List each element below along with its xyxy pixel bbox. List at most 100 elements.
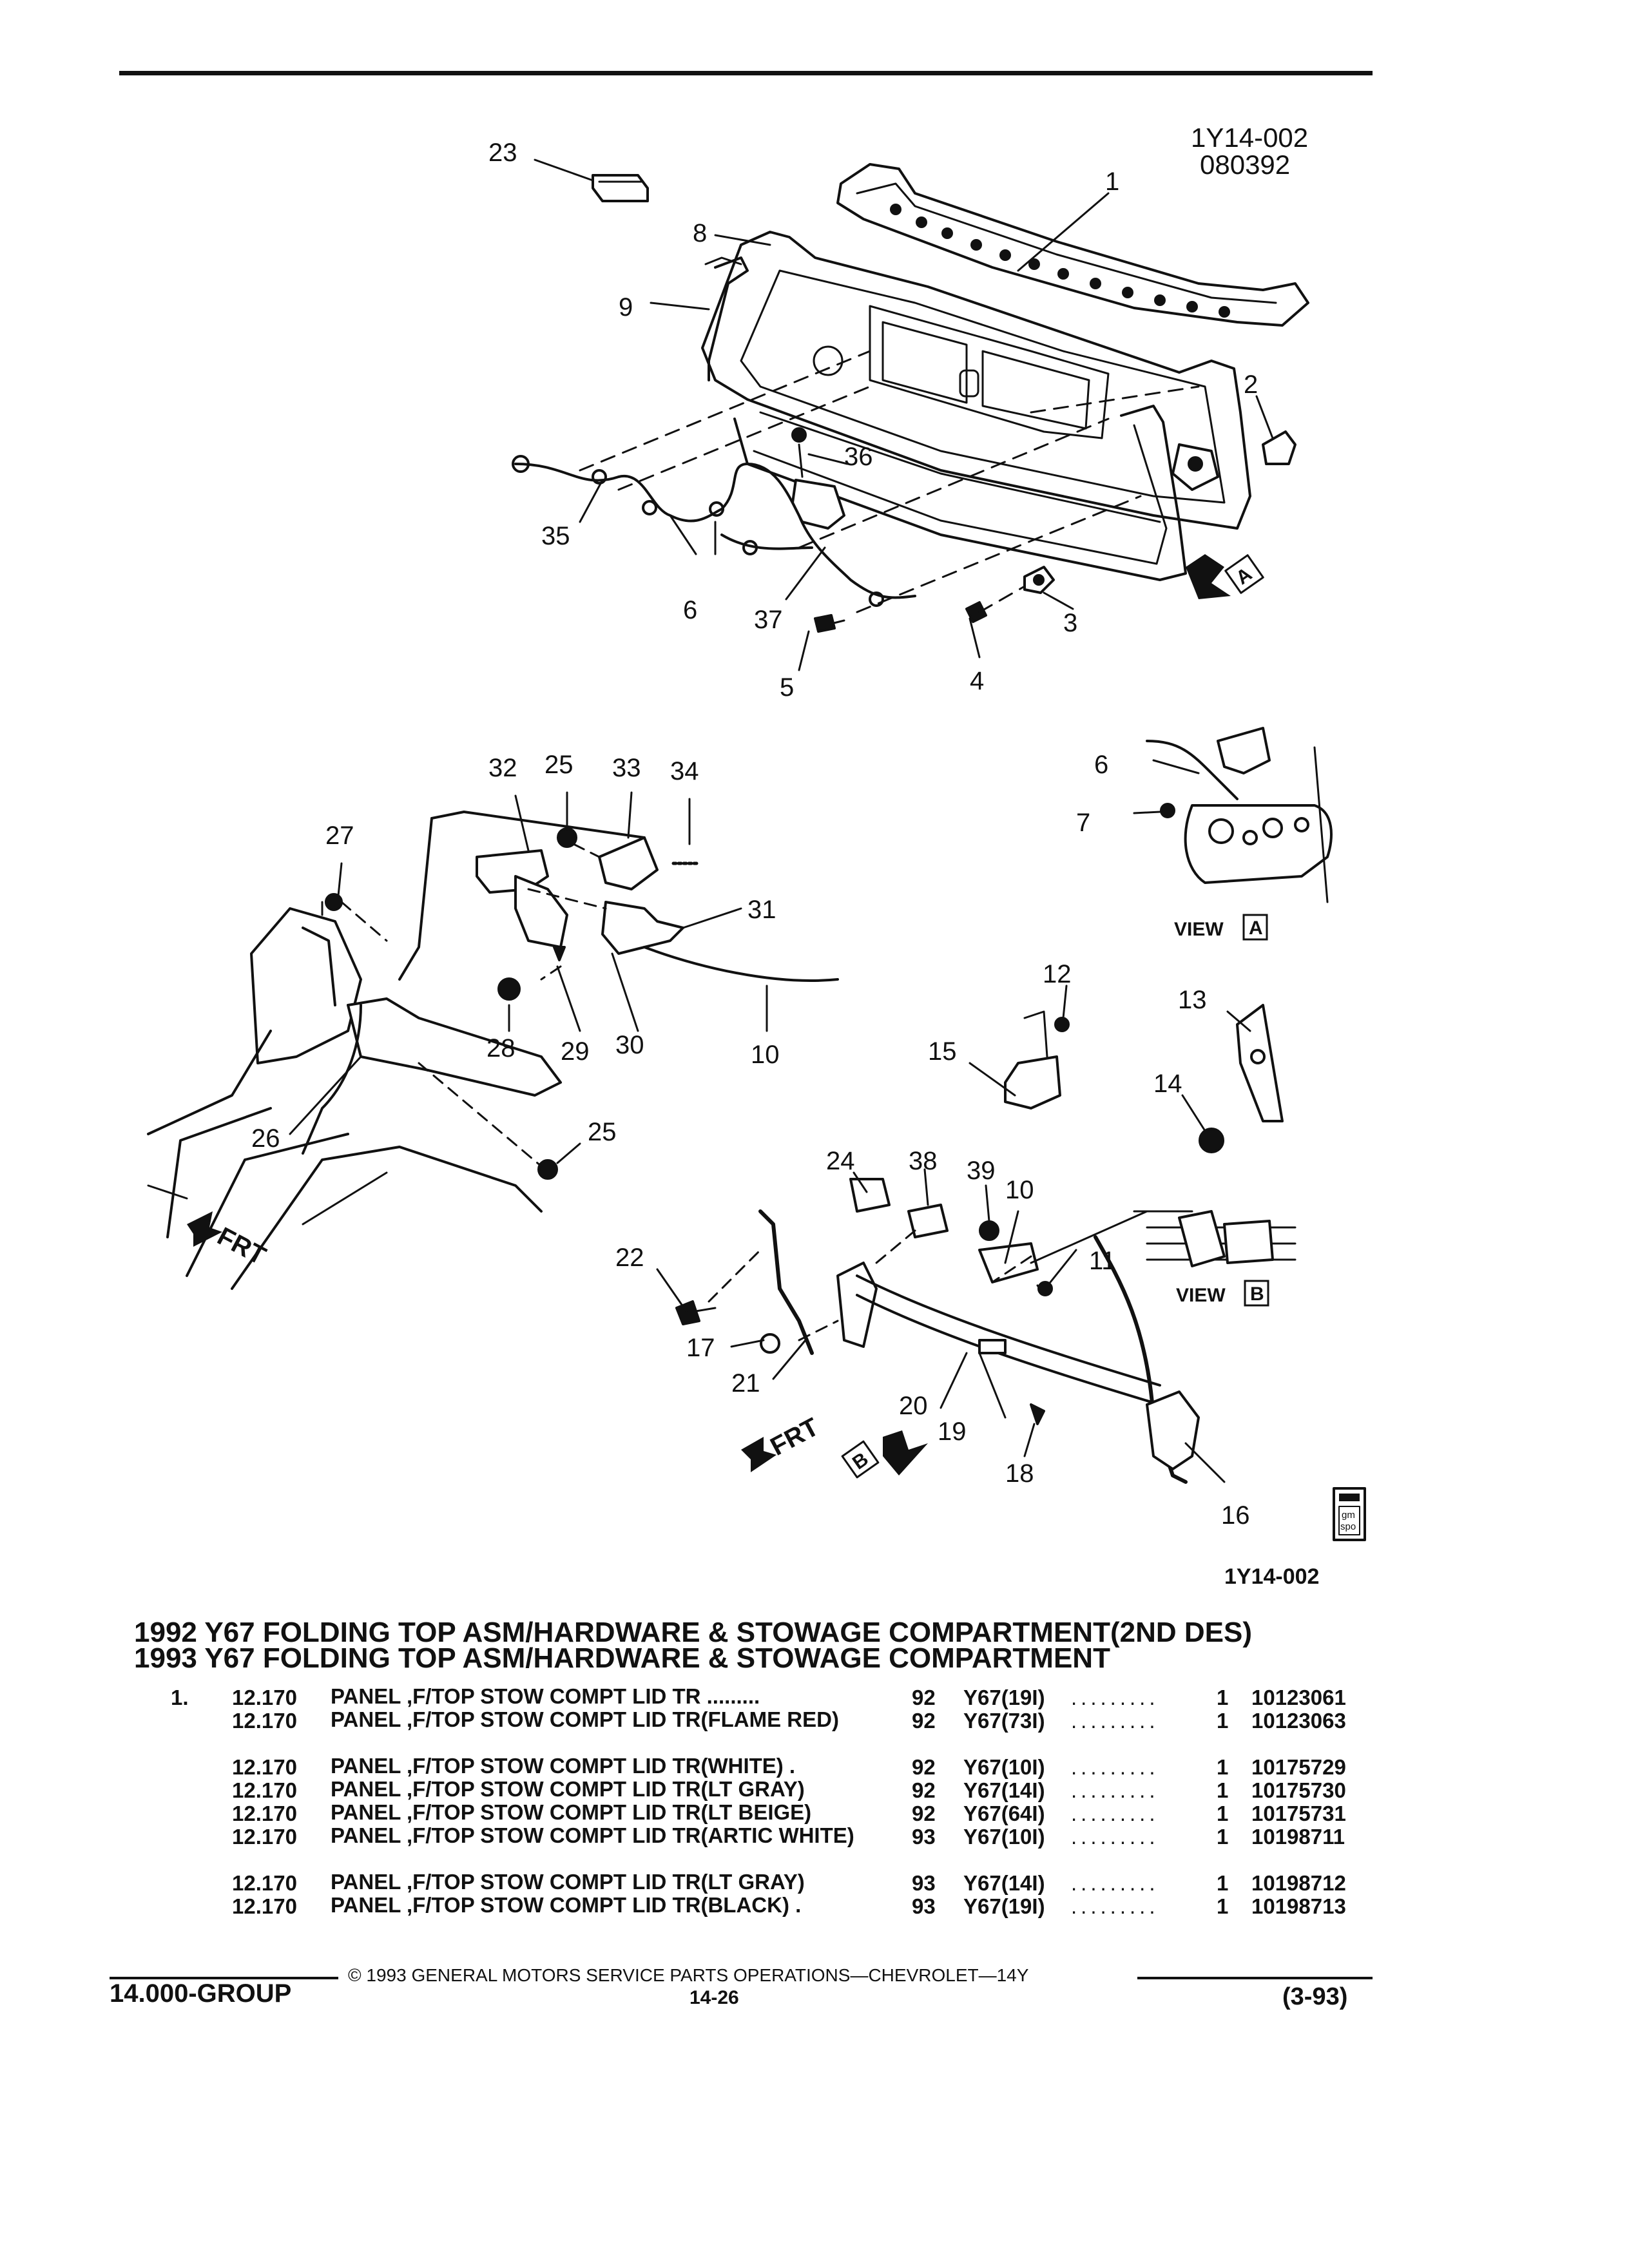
- parts-row: 12.170 PANEL ,F/TOP STOW COMPT LID TR(WH…: [0, 1755, 1629, 1780]
- callout-39: 39: [967, 1157, 996, 1185]
- catalog-number: 12.170: [232, 1778, 297, 1802]
- model-year: 93: [912, 1825, 936, 1849]
- latch-part-2: [1262, 430, 1296, 465]
- model-year: 92: [912, 1755, 936, 1779]
- callout-10: 10: [751, 1041, 780, 1069]
- option-code: Y67(14I): [963, 1871, 1045, 1895]
- part-number: 10175731: [1251, 1802, 1346, 1825]
- part-number: 10198713: [1251, 1894, 1346, 1918]
- quantity: 1: [1217, 1894, 1229, 1918]
- fastener-part-3: [1023, 566, 1055, 594]
- callout-18: 18: [1005, 1459, 1034, 1488]
- leader-dots: .........: [1071, 1894, 1159, 1918]
- callout-38: 38: [909, 1147, 938, 1175]
- part-description: PANEL ,F/TOP STOW COMPT LID TR(BLACK) .: [331, 1893, 802, 1917]
- leader-dots: .........: [1071, 1825, 1159, 1849]
- option-code: Y67(10I): [963, 1755, 1045, 1779]
- callout-10-b: 10: [1005, 1176, 1034, 1204]
- view-b-detail: [1133, 1210, 1296, 1267]
- callout-9: 9: [619, 293, 633, 322]
- parts-row: 12.170 PANEL ,F/TOP STOW COMPT LID TR(AR…: [0, 1825, 1629, 1849]
- cable-harness: [512, 455, 916, 607]
- section-title-1992: 1992 Y67 FOLDING TOP ASM/HARDWARE & STOW…: [134, 1617, 1252, 1648]
- ref-code: 1Y14-002: [1191, 122, 1308, 153]
- callout-29: 29: [561, 1037, 590, 1066]
- catalog-number: 12.170: [232, 1709, 297, 1733]
- part-description: PANEL ,F/TOP STOW COMPT LID TR(LT GRAY): [331, 1777, 805, 1801]
- item-number: 1.: [171, 1686, 189, 1709]
- part-number: 10123063: [1251, 1709, 1346, 1733]
- callout-11: 11: [1089, 1247, 1116, 1275]
- part-description: PANEL ,F/TOP STOW COMPT LID TR .........: [331, 1684, 760, 1708]
- callout-32: 32: [488, 754, 517, 782]
- model-year: 92: [912, 1686, 936, 1709]
- frt-label-left: FRT: [213, 1222, 270, 1270]
- callout-5: 5: [780, 673, 794, 702]
- part-description: PANEL ,F/TOP STOW COMPT LID TR(FLAME RED…: [331, 1707, 839, 1731]
- frt-arrow-bottom: [741, 1437, 776, 1472]
- model-year: 93: [912, 1894, 936, 1918]
- option-code: Y67(19I): [963, 1686, 1045, 1709]
- callout-20: 20: [899, 1392, 928, 1420]
- callout-2: 2: [1244, 370, 1258, 399]
- view-a-label: VIEW: [1174, 919, 1224, 940]
- catalog-number: 12.170: [232, 1686, 297, 1709]
- model-year: 93: [912, 1871, 936, 1895]
- catalog-number: 12.170: [232, 1802, 297, 1825]
- fastener-part-4: [965, 601, 987, 623]
- logo-text-spo: spo: [1340, 1521, 1356, 1532]
- part-number: 10175729: [1251, 1755, 1346, 1779]
- option-code: Y67(14I): [963, 1778, 1045, 1802]
- logo-text-gm: gm: [1342, 1510, 1355, 1521]
- callout-8: 8: [693, 219, 707, 247]
- model-year: 92: [912, 1802, 936, 1825]
- quantity: 1: [1217, 1686, 1229, 1709]
- leader-dots: .........: [1071, 1871, 1159, 1895]
- catalog-number: 12.170: [232, 1755, 297, 1779]
- view-a-box: [1242, 914, 1268, 941]
- view-b-letter: B: [1250, 1283, 1264, 1305]
- part-number: 10198711: [1251, 1825, 1345, 1849]
- bracket-part-36: [791, 479, 845, 530]
- view-a-detail: [1146, 727, 1333, 903]
- footer-rule-right: [1137, 1977, 1373, 1979]
- callout-21: 21: [731, 1369, 760, 1398]
- callout-35: 35: [541, 522, 570, 550]
- view-a-arrow: [1186, 554, 1231, 599]
- fastener-part-5: [814, 614, 836, 633]
- view-b-arrow: [883, 1430, 928, 1475]
- callout-13: 13: [1178, 986, 1207, 1014]
- callout-19: 19: [938, 1418, 967, 1446]
- exploded-parts-diagram: 1Y14-002 080392 1 2 3 4 5 6 6 7 8 9 10 1…: [147, 122, 1366, 1589]
- parts-row: 12.170 PANEL ,F/TOP STOW COMPT LID TR(LT…: [0, 1777, 1629, 1803]
- date-code: 080392: [1200, 149, 1290, 180]
- callout-25: 25: [545, 751, 574, 779]
- catalog-number: 12.170: [232, 1894, 297, 1918]
- frt-arrow-left: [187, 1211, 222, 1247]
- callout-27: 27: [325, 822, 354, 850]
- callout-37: 37: [754, 606, 783, 634]
- bracket-part-15: [1004, 1055, 1061, 1110]
- footer-group: 14.000-GROUP: [110, 1979, 292, 2008]
- callout-34: 34: [670, 757, 699, 785]
- parts-row: 12.170 PANEL ,F/TOP STOW COMPT LID TR(LT…: [0, 1802, 1629, 1826]
- gm-spo-logo: [1333, 1487, 1366, 1541]
- parts-row: 1. 12.170 PANEL ,F/TOP STOW COMPT LID TR…: [0, 1684, 1629, 1710]
- callout-12: 12: [1043, 960, 1072, 988]
- callout-33: 33: [612, 754, 641, 782]
- model-year: 92: [912, 1709, 936, 1733]
- quantity: 1: [1217, 1778, 1229, 1802]
- callout-6: 6: [683, 596, 697, 624]
- parts-row: 12.170 PANEL ,F/TOP STOW COMPT LID TR(LT…: [0, 1871, 1629, 1896]
- catalog-number: 12.170: [232, 1825, 297, 1849]
- body-panel: [147, 893, 562, 1290]
- quantity: 1: [1217, 1871, 1229, 1895]
- footer-page-number: 14-26: [689, 1987, 739, 2008]
- section-title-1993: 1993 Y67 FOLDING TOP ASM/HARDWARE & STOW…: [134, 1642, 1110, 1674]
- callout-15: 15: [928, 1037, 957, 1066]
- model-year: 92: [912, 1778, 936, 1802]
- part-number: 10175730: [1251, 1778, 1346, 1802]
- view-a-letter: A: [1249, 918, 1263, 939]
- latch-assembly: [675, 1178, 1200, 1484]
- leader-dots: .........: [1071, 1686, 1159, 1709]
